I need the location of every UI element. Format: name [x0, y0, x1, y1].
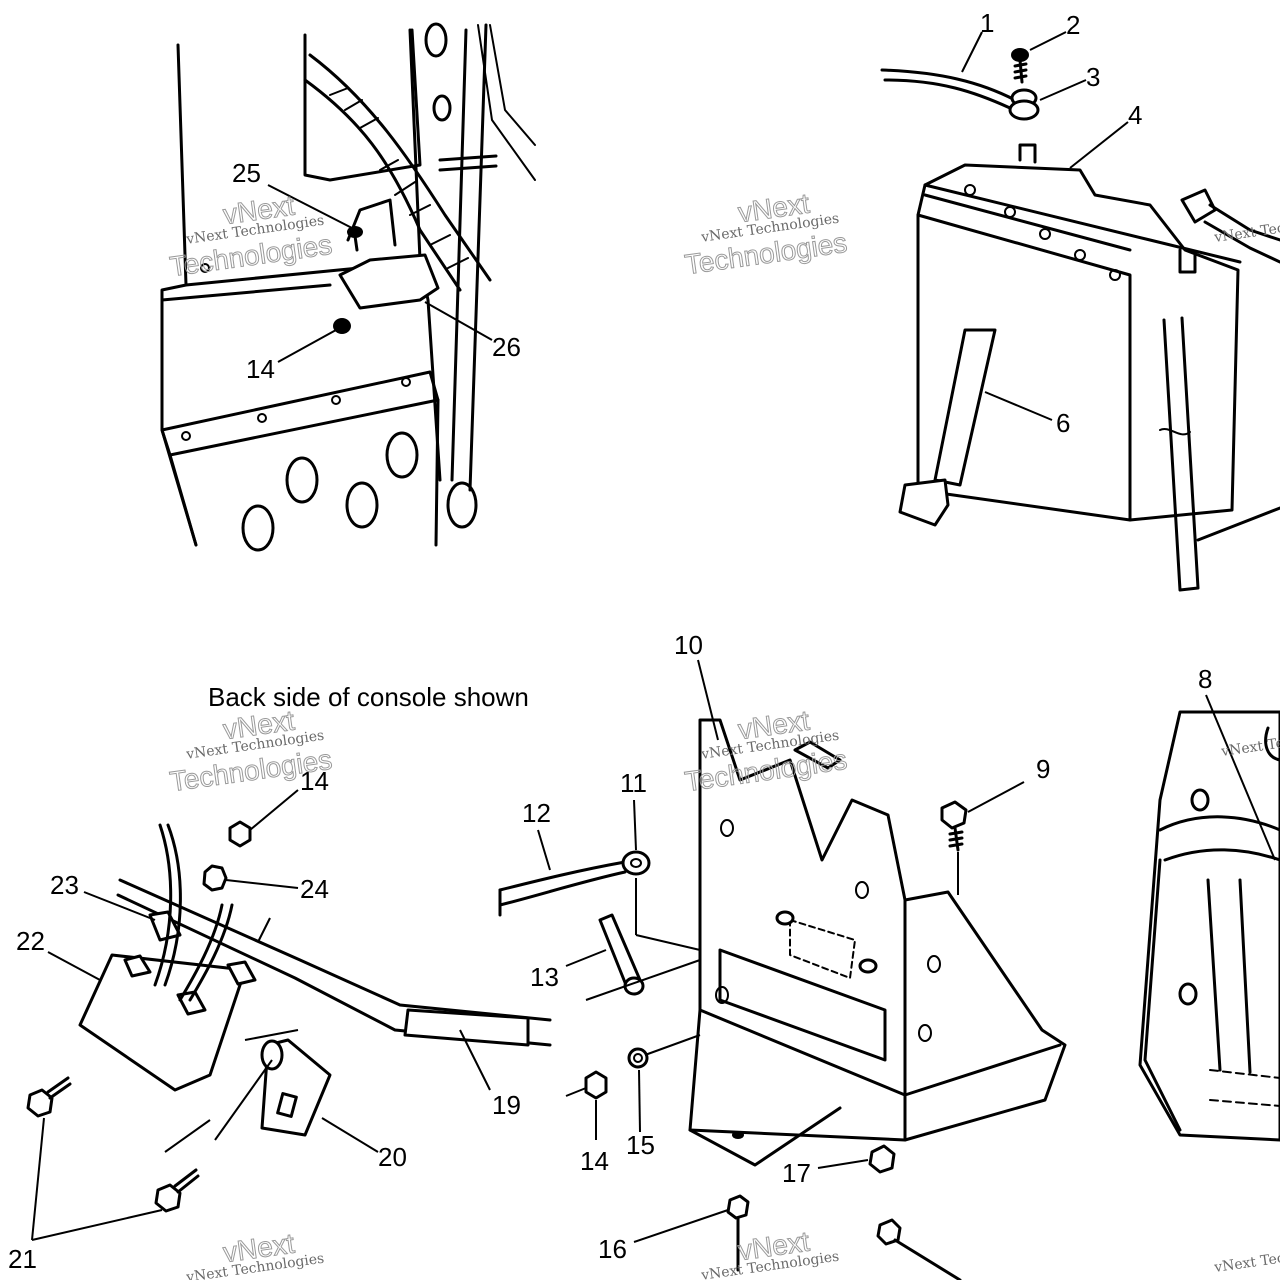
- hold-down-8: [1138, 710, 1280, 1142]
- wire-harness-conduit: [303, 53, 492, 292]
- screw-2: [1011, 48, 1029, 84]
- bolt-16: [726, 1194, 750, 1272]
- screw-25: [347, 226, 363, 252]
- callout-4: 4: [1128, 100, 1142, 130]
- callout-17: 17: [782, 1158, 811, 1188]
- callout-21: 21: [8, 1244, 37, 1274]
- switch-wires: [153, 823, 234, 1002]
- steering-bar: [116, 878, 552, 1047]
- tray-studs: [775, 910, 878, 974]
- callout-26: 26: [492, 332, 521, 362]
- callout-22: 22: [16, 926, 45, 956]
- bolt-9: [940, 800, 968, 852]
- mount-bracket-26: [338, 198, 440, 310]
- nut-17: [868, 1144, 896, 1174]
- lockwasher-24: [202, 864, 228, 892]
- callout-24: 24: [300, 874, 329, 904]
- nut-14-top: [333, 318, 351, 334]
- bolts-21: [26, 1076, 200, 1213]
- watermark-text: vNext Technologies: [1212, 211, 1280, 246]
- cable-12: [498, 860, 627, 917]
- battery-cable-1: [880, 68, 1017, 110]
- vent-tube: [1159, 316, 1280, 592]
- callout-14-tray: 14: [580, 1146, 609, 1176]
- washer-15: [627, 1047, 649, 1069]
- callout-6: 6: [1056, 408, 1070, 438]
- callout-1: 1: [980, 8, 994, 38]
- callout-13: 13: [530, 962, 559, 992]
- nut-14-tray: [584, 1070, 608, 1100]
- callout-12: 12: [522, 798, 551, 828]
- callout-14-top: 14: [246, 354, 275, 384]
- callout-3: 3: [1086, 62, 1100, 92]
- leader-lines: [31, 31, 1276, 1243]
- callout-15: 15: [626, 1130, 655, 1160]
- bolt-18: [876, 1218, 962, 1280]
- callout-20: 20: [378, 1142, 407, 1172]
- terminal-11: [621, 850, 651, 876]
- callout-labels: 1 2 3 4 6 8 9 10 11 12 13 14 14 14 15 16…: [8, 8, 1212, 1274]
- bracket-20: [260, 1038, 332, 1137]
- callout-2: 2: [1066, 10, 1080, 40]
- diagram-caption: Back side of console shown: [208, 682, 529, 712]
- callout-25: 25: [232, 158, 261, 188]
- battery-4: [916, 143, 1242, 522]
- callout-8: 8: [1198, 664, 1212, 694]
- callout-19: 19: [492, 1090, 521, 1120]
- callout-9: 9: [1036, 754, 1050, 784]
- washer-3: [1008, 88, 1040, 121]
- nut-14-console: [228, 820, 252, 848]
- callout-14-console: 14: [300, 766, 329, 796]
- callout-23: 23: [50, 870, 79, 900]
- callout-16: 16: [598, 1234, 627, 1264]
- battery-strap-6: [898, 328, 997, 527]
- cable-bundle-right: [432, 23, 536, 492]
- watermark-text: vNext Technologies: [1212, 1241, 1280, 1276]
- switch-mount-22: [78, 910, 257, 1092]
- cable-clamp-10: [793, 740, 842, 770]
- callout-11: 11: [620, 768, 647, 798]
- battery-tray-10: [688, 718, 1067, 1167]
- battery-cable-right: [1180, 188, 1280, 264]
- callout-10: 10: [674, 630, 703, 660]
